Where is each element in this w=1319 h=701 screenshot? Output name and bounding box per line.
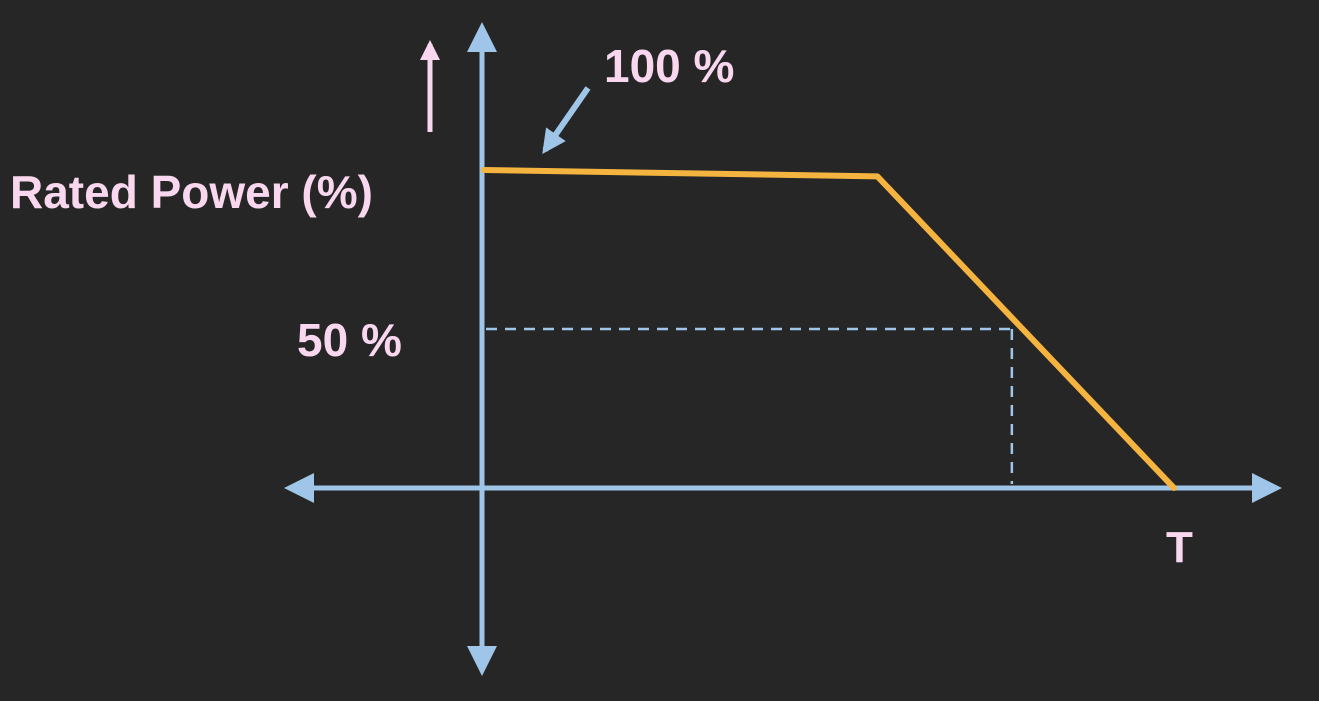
reference-label-50: 50 % — [297, 314, 402, 366]
x-axis-label: T — [1166, 523, 1193, 572]
power-curve-line — [481, 167, 1177, 491]
y-axis-label: Rated Power (%) — [10, 166, 373, 218]
annotation-100: 100 % — [604, 40, 734, 92]
callout-arrow — [542, 86, 591, 154]
